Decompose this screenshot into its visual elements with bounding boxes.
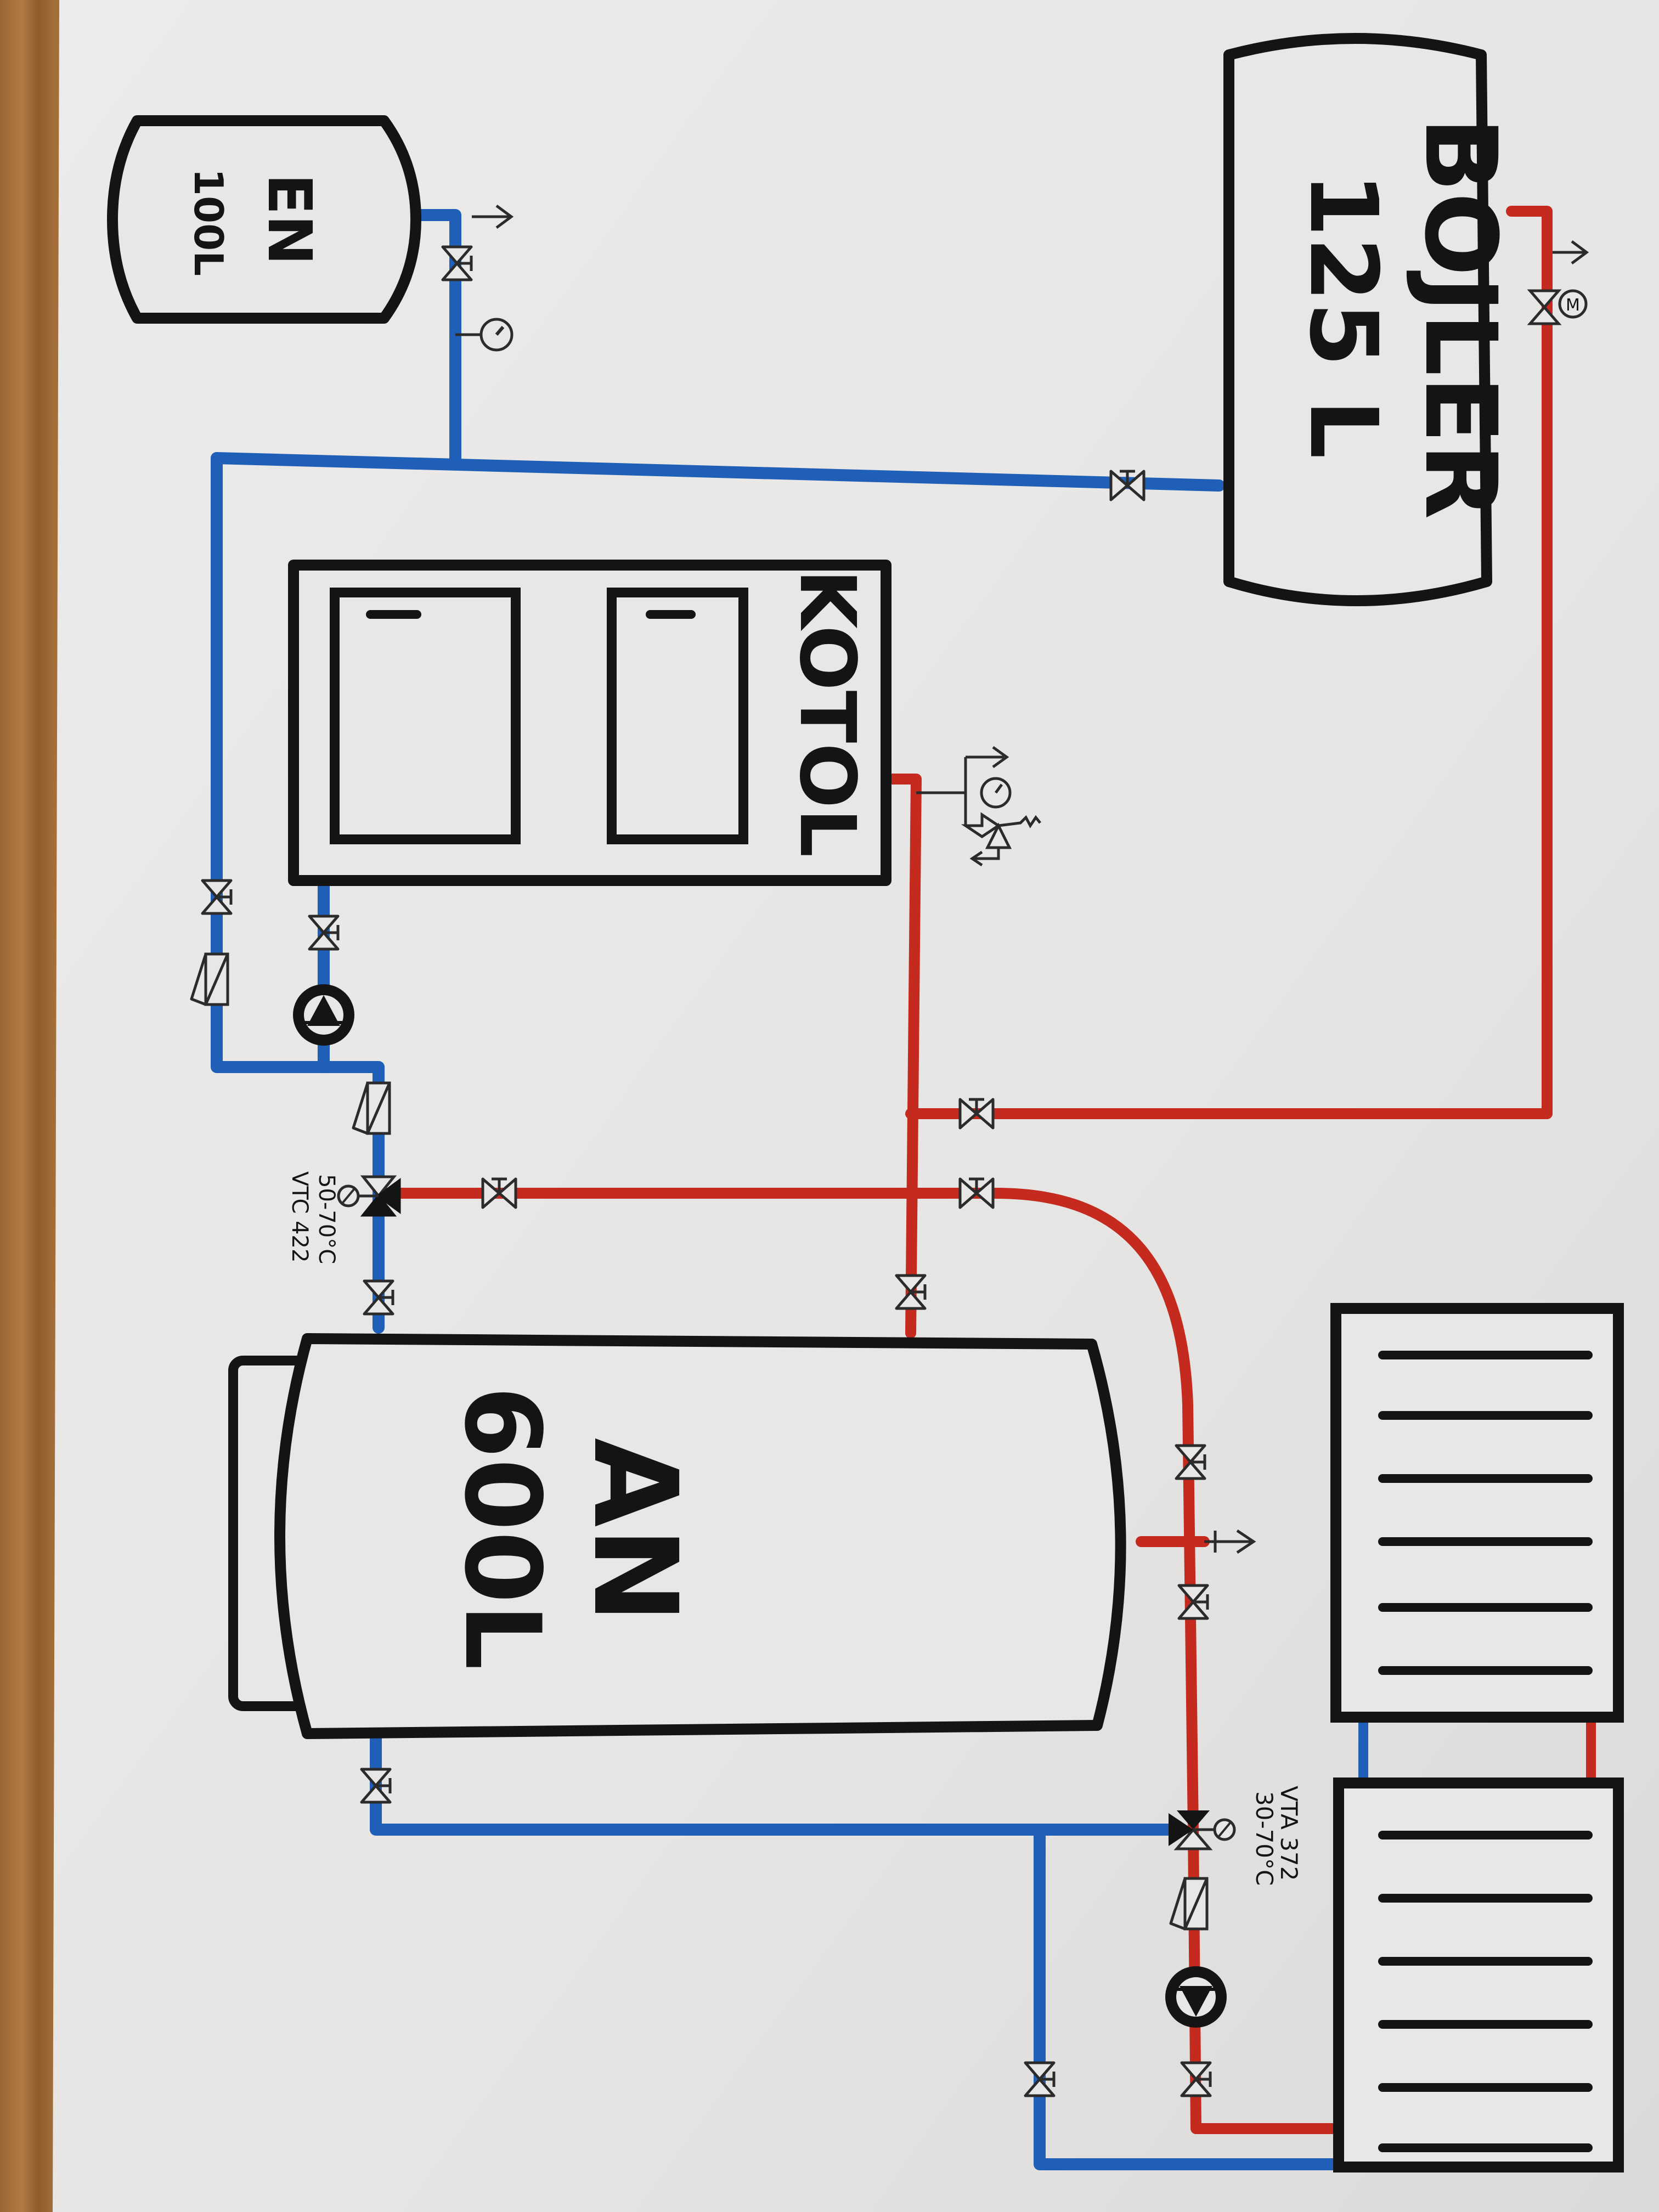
expansion-tank-volume: 100L	[185, 168, 232, 276]
expansion-tank-name: EN	[255, 173, 325, 265]
radiator-fins	[1378, 1351, 1593, 1675]
bojler-fittings: M	[1111, 240, 1589, 500]
boiler-tank-volume: 125 L	[1289, 172, 1397, 459]
air-vent-icon	[966, 746, 1009, 769]
circulation-pump-icon	[1165, 1966, 1227, 2028]
motorized-valve-icon: M	[1527, 289, 1588, 325]
boiler-name: KOTOL	[782, 569, 872, 857]
vtc-range-label: 50-70°C	[314, 1174, 339, 1264]
radiator-fins	[1378, 1831, 1593, 2152]
vta-model-label: VTA 372	[1276, 1786, 1302, 1881]
boiler-door-lower	[330, 588, 521, 844]
accumulation-tank-volume: 600L	[442, 1386, 563, 1670]
expansion-tank-en[interactable]: EN 100L	[107, 115, 421, 324]
cold-pipes	[211, 209, 1368, 2170]
air-vent-icon	[1204, 1529, 1256, 1554]
safety-valve-icon	[961, 812, 1041, 867]
svg-text:M: M	[1566, 296, 1580, 315]
mixing-valve-vta[interactable]: VTA 372 30-70°C	[1169, 1786, 1302, 1886]
radiator-lower[interactable]	[1333, 1778, 1624, 2172]
accumulation-tank-an[interactable]: AN 600L	[228, 1333, 1126, 1739]
accumulation-tank-name: AN	[568, 1438, 702, 1623]
en-fittings	[443, 204, 514, 352]
mixing-valve-vtc[interactable]: 50-70°C VTC 422	[287, 1171, 401, 1264]
boiler-tank-bojler[interactable]: BOJLER 125 L	[1223, 33, 1517, 606]
circulation-pump-icon	[293, 984, 354, 1046]
boiler-tank-name: BOJLER	[1403, 117, 1517, 519]
vtc-model-label: VTC 422	[287, 1171, 312, 1262]
boiler-kotol[interactable]: KOTOL	[288, 560, 891, 886]
radiator-upper[interactable]	[1330, 1303, 1624, 1723]
boiler-door-upper	[607, 588, 748, 844]
an-fittings	[1176, 1446, 1256, 1618]
pressure-gauge-icon	[980, 777, 1012, 809]
air-vent-icon	[472, 204, 514, 229]
vta-range-label: 30-70°C	[1251, 1791, 1278, 1886]
air-vent-icon	[1553, 240, 1589, 265]
kotol-safety-group	[916, 746, 1041, 867]
pressure-gauge-icon	[455, 318, 514, 352]
